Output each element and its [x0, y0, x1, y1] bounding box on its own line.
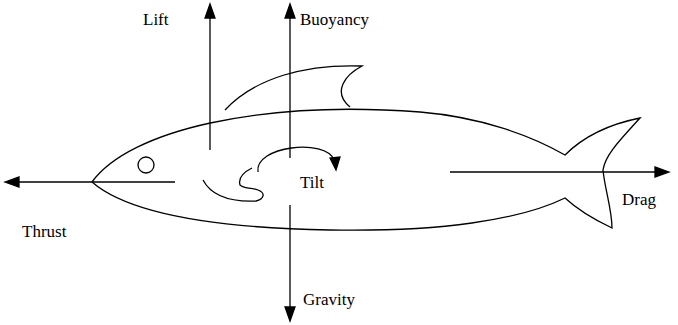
thrust-arrow	[16, 181, 175, 182]
gravity-arrow	[289, 205, 290, 310]
fish-body	[92, 109, 640, 230]
arrowhead	[330, 157, 340, 170]
drag-label: Drag	[622, 190, 656, 210]
arrowhead	[285, 4, 295, 18]
lift-arrow	[209, 14, 210, 150]
arrowhead	[5, 177, 19, 187]
gravity-label: Gravity	[303, 290, 355, 310]
pectoral-fin	[203, 168, 263, 201]
drag-arrow	[450, 171, 658, 172]
tilt-arrow	[258, 147, 334, 172]
arrowhead	[285, 307, 295, 321]
thrust-label: Thrust	[22, 222, 66, 242]
arrowhead	[655, 167, 669, 177]
buoyancy-arrow	[289, 14, 290, 158]
lift-label: Lift	[143, 10, 169, 30]
fish-eye	[138, 157, 154, 173]
dorsal-fin	[225, 66, 362, 110]
buoyancy-label: Buoyancy	[300, 10, 369, 30]
tilt-label: Tilt	[300, 173, 324, 193]
arrowhead	[205, 4, 215, 18]
